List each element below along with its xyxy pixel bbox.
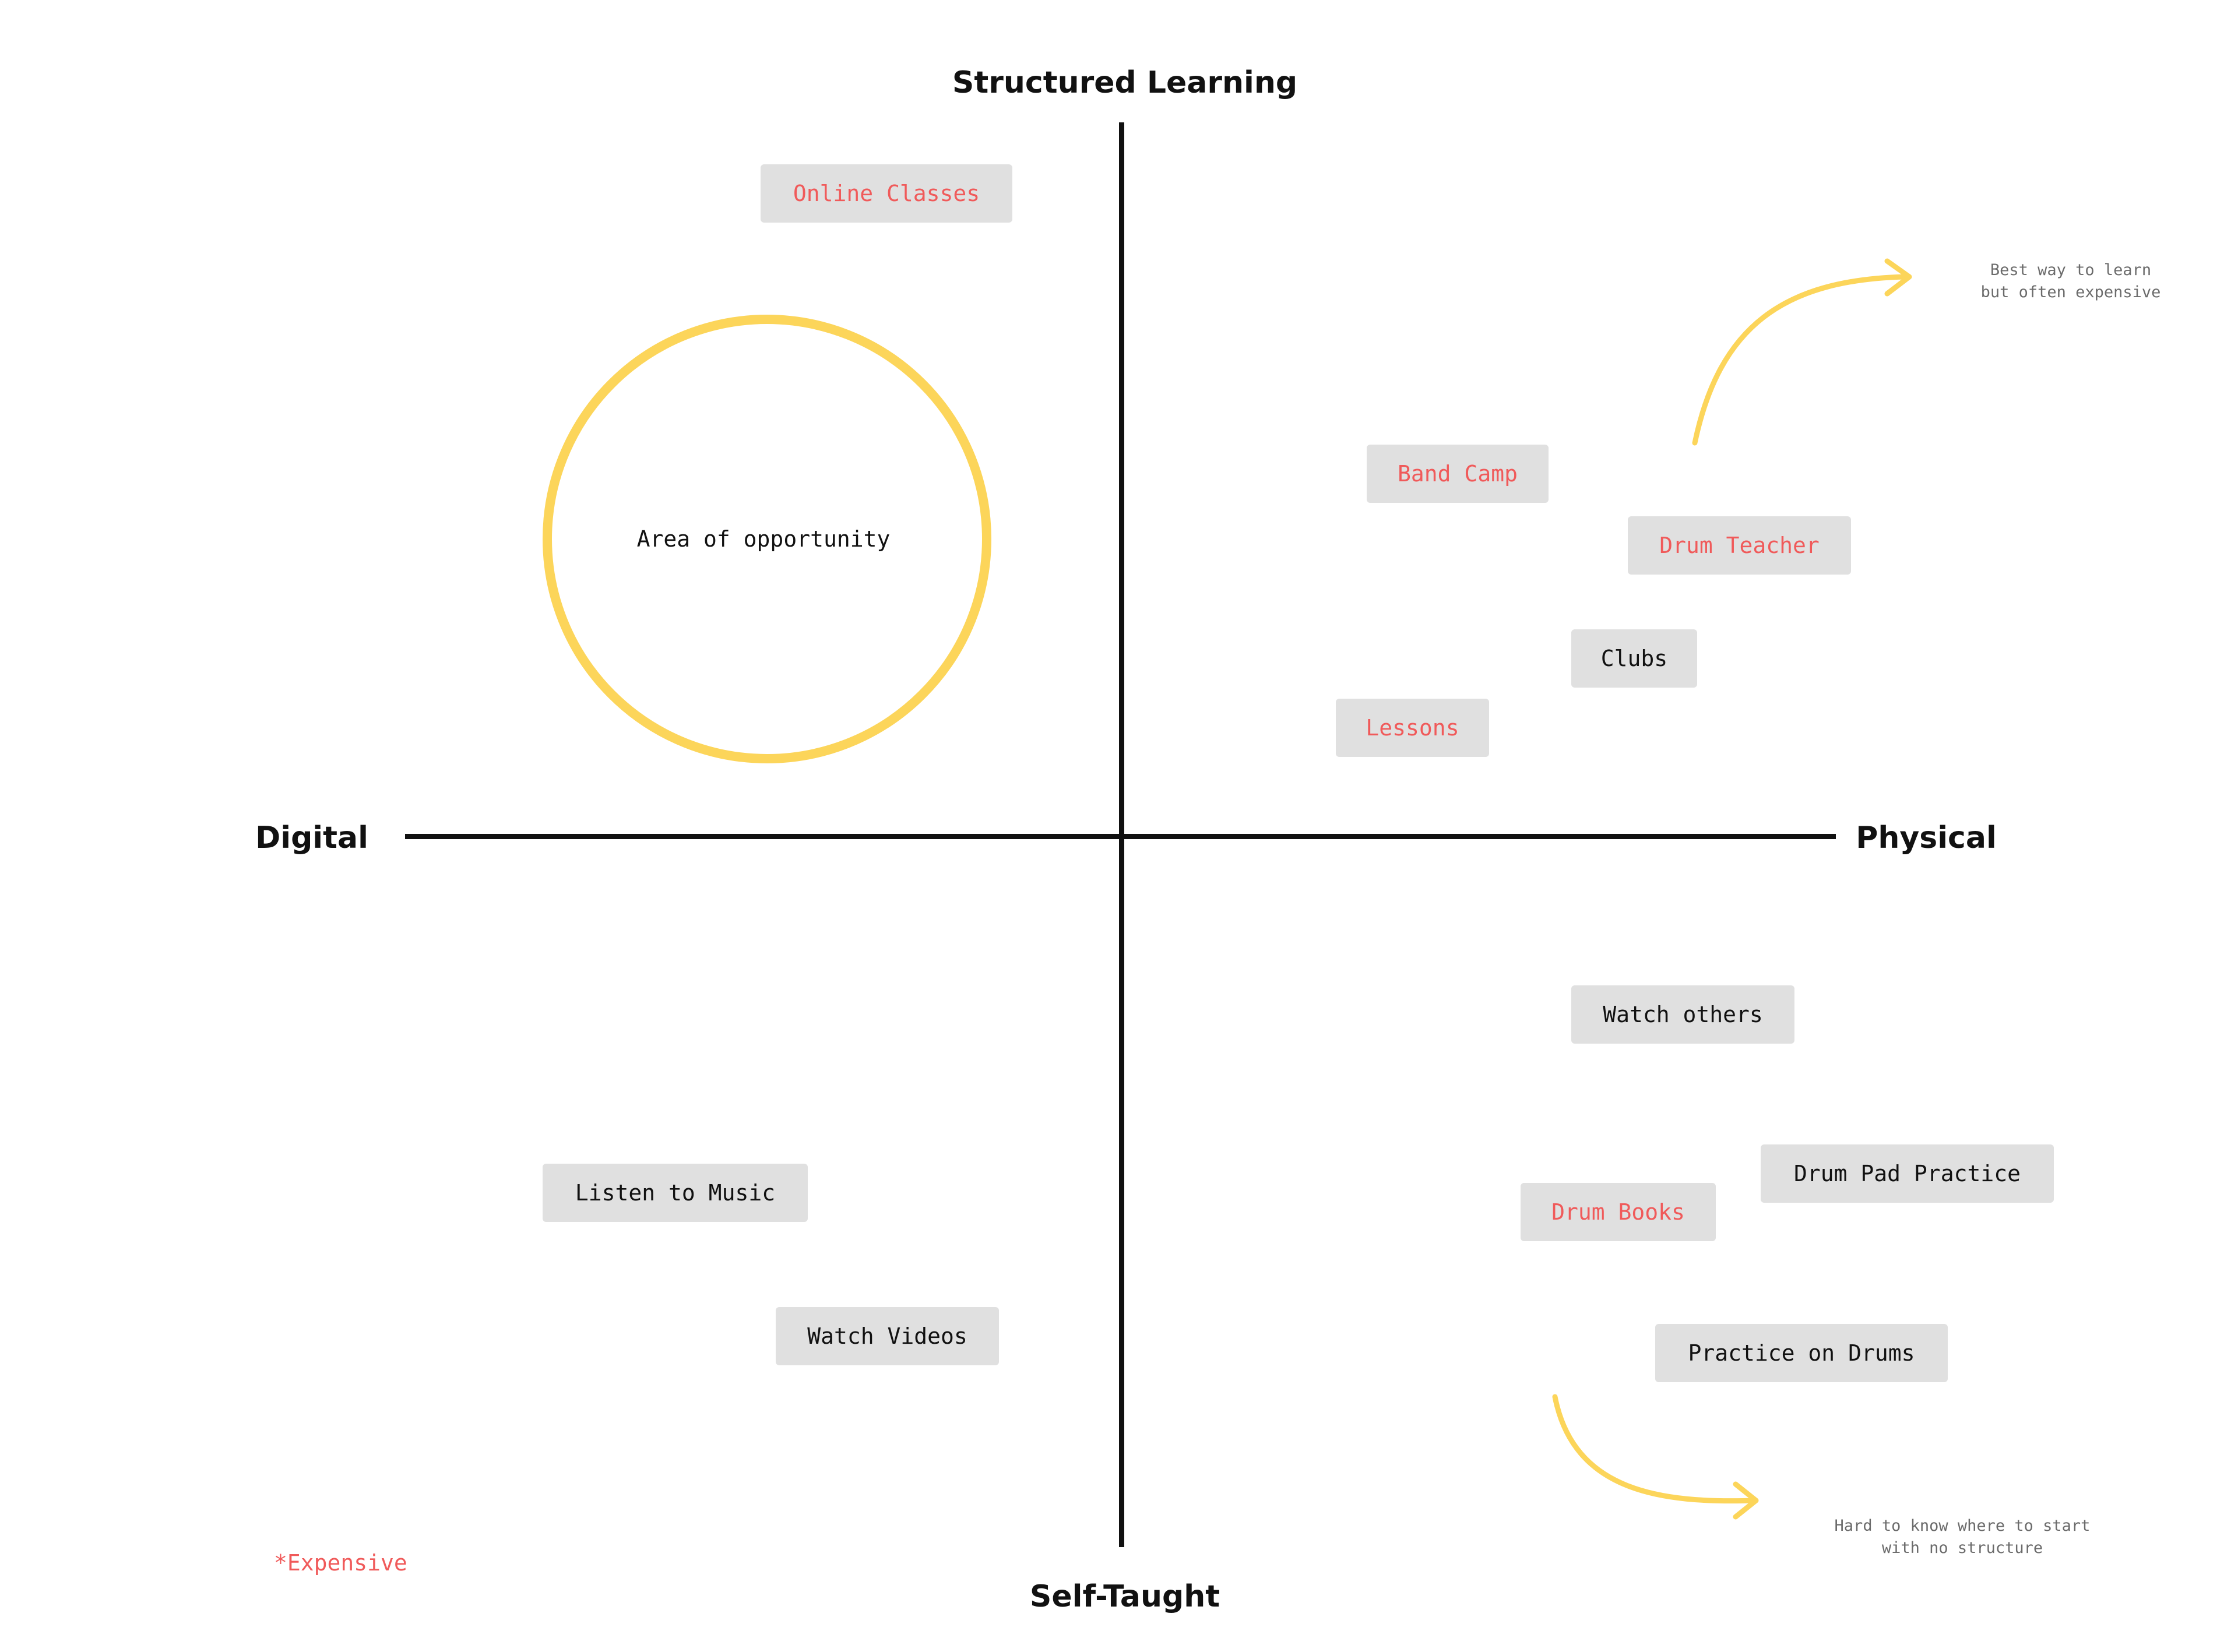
sticky-listen-to-music[interactable]: Listen to Music [543,1164,808,1222]
arrow-down-right [1552,1394,1757,1504]
sticky-lessons[interactable]: Lessons [1336,699,1489,757]
annotation-bottom-right: Hard to know where to start with no stru… [1835,1515,2091,1559]
axis-label-top: Structured Learning [952,65,1298,100]
axis-label-bottom: Self-Taught [1029,1579,1220,1614]
opportunity-circle [543,315,991,763]
arrow-up-right [1692,274,1909,446]
sticky-drum-pad-practice[interactable]: Drum Pad Practice [1761,1144,2054,1203]
sticky-band-camp[interactable]: Band Camp [1367,445,1549,503]
sticky-practice-on-drums[interactable]: Practice on Drums [1655,1324,1948,1382]
legend-expensive: *Expensive [274,1550,407,1576]
sticky-drum-teacher[interactable]: Drum Teacher [1628,516,1851,575]
sticky-watch-others[interactable]: Watch others [1571,985,1794,1044]
axis-label-left: Digital [255,820,368,855]
arrow-down-right-head [1733,1481,1759,1520]
horizontal-axis [405,834,1836,839]
annotation-top-right-line2: but often expensive [1980,283,2161,301]
sticky-online-classes[interactable]: Online Classes [761,164,1012,223]
sticky-clubs[interactable]: Clubs [1571,629,1697,688]
sticky-drum-books[interactable]: Drum Books [1521,1183,1716,1241]
axis-label-right: Physical [1856,820,1997,855]
opportunity-label: Area of opportunity [636,526,891,552]
arrow-up-right-head [1884,258,1912,297]
annotation-top-right-line1: Best way to learn [1990,261,2152,279]
sticky-watch-videos[interactable]: Watch Videos [776,1307,999,1365]
annotation-bottom-right-line1: Hard to know where to start [1834,1517,2091,1535]
annotation-bottom-right-line2: with no structure [1881,1539,2043,1557]
annotation-top-right: Best way to learn but often expensive [1981,259,2161,304]
